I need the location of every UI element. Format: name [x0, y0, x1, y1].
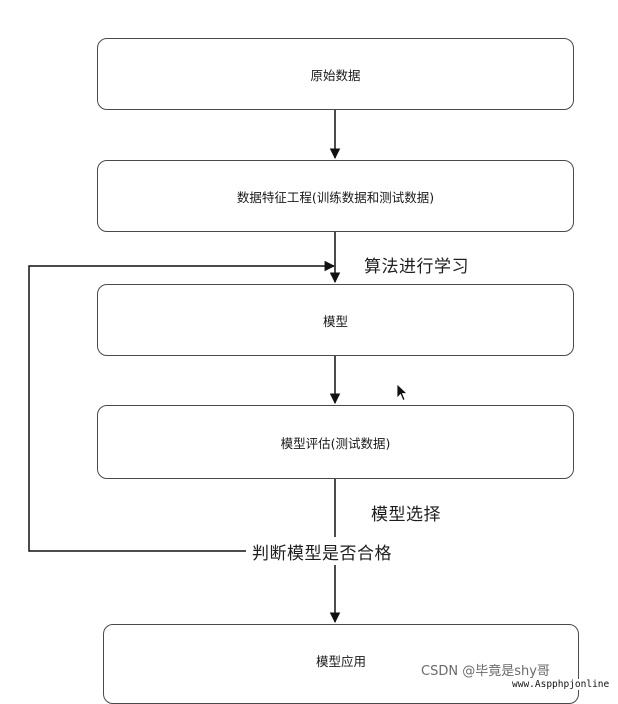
- node-model: 模型: [97, 284, 574, 356]
- node-raw-data-label: 原始数据: [310, 67, 361, 83]
- node-model-label: 模型: [322, 313, 348, 329]
- node-feature-engineering: 数据特征工程(训练数据和测试数据): [97, 160, 574, 232]
- node-model-evaluation-label: 模型评估(测试数据): [280, 435, 391, 451]
- node-feature-engineering-label: 数据特征工程(训练数据和测试数据): [236, 189, 435, 205]
- decision-label-qualified-check: 判断模型是否合格: [248, 539, 396, 564]
- node-raw-data: 原始数据: [97, 38, 574, 110]
- node-model-application-label: 模型应用: [315, 653, 366, 669]
- edge-label-model-selection: 模型选择: [371, 505, 441, 525]
- node-model-evaluation: 模型评估(测试数据): [97, 405, 574, 479]
- edge-label-algorithm-learning: 算法进行学习: [364, 257, 469, 277]
- csdn-watermark: CSDN @毕竟是shy哥: [421, 664, 550, 679]
- mouse-pointer-icon: [396, 383, 409, 402]
- feedback-loop-arrow: [28, 260, 336, 552]
- site-watermark: www.Aspphpjonline: [512, 679, 610, 690]
